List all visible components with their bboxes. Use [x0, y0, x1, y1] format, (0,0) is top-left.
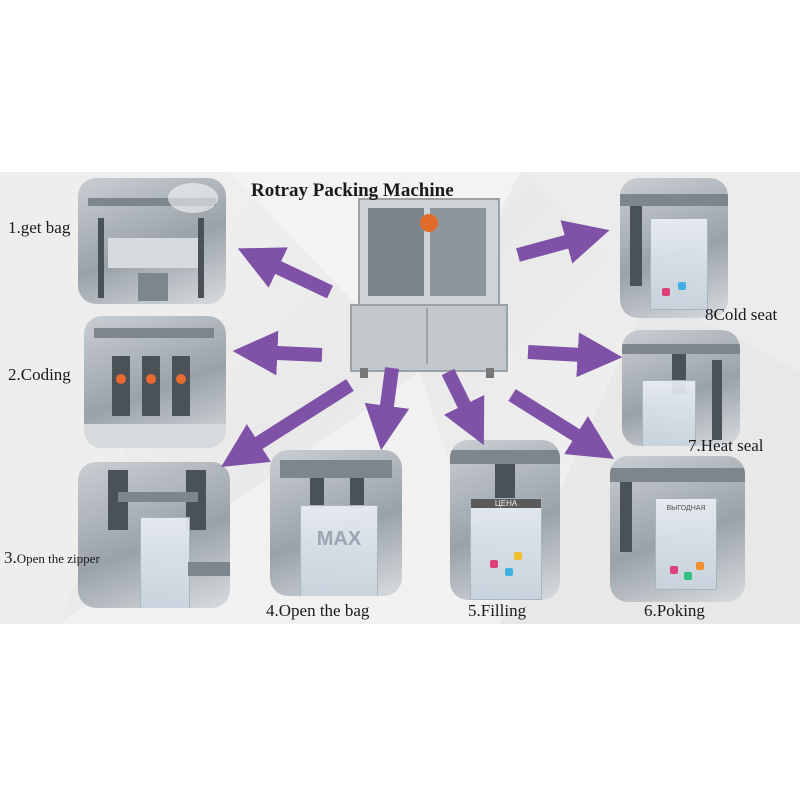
step-label-cold-seal: 8Cold seat — [705, 305, 778, 324]
photo-heat-seal — [622, 330, 740, 446]
step-label-heat-seal: 7.Heat seal — [688, 436, 764, 455]
rotary-packing-machine-image — [350, 188, 508, 378]
step-label-coding: 2.Coding — [8, 365, 71, 384]
step-label-poking: 6.Poking — [644, 601, 705, 620]
arrow-to-cold-seal — [516, 220, 610, 264]
photo-coding — [84, 316, 226, 448]
arrow-to-get-bag — [237, 247, 333, 299]
arrow-to-coding — [232, 330, 323, 376]
bag-brand-text: MAX — [316, 528, 362, 550]
photo-cold-seal — [620, 178, 728, 318]
step-number-open-zipper: 3. — [4, 548, 17, 567]
arrow-to-filling — [441, 368, 485, 446]
bag-price-text: ЦЕНА — [471, 499, 541, 508]
step-label-filling: 5.Filling — [468, 601, 527, 620]
arrow-to-open-zipper — [221, 379, 354, 468]
arrow-to-poking — [508, 389, 614, 459]
photo-poking: ВЫГОДНАЯ — [610, 456, 745, 602]
page-title: Rotray Packing Machine — [251, 180, 454, 201]
step-label-open-zipper: 3.Open the zipper — [4, 549, 100, 566]
arrow-to-heat-seal — [527, 332, 623, 378]
photo-open-zipper — [78, 462, 230, 608]
photo-get-bag — [78, 178, 226, 304]
bag-promo-text: ВЫГОДНАЯ — [666, 505, 706, 512]
step-label-get-bag: 1.get bag — [8, 218, 71, 237]
step-label-open-bag: 4.Open the bag — [266, 601, 370, 620]
photo-filling: ЦЕНА — [450, 440, 560, 600]
arrow-to-open-bag — [364, 367, 410, 451]
step-text-open-zipper: Open the zipper — [16, 551, 100, 566]
photo-open-bag: MAX — [270, 450, 402, 596]
